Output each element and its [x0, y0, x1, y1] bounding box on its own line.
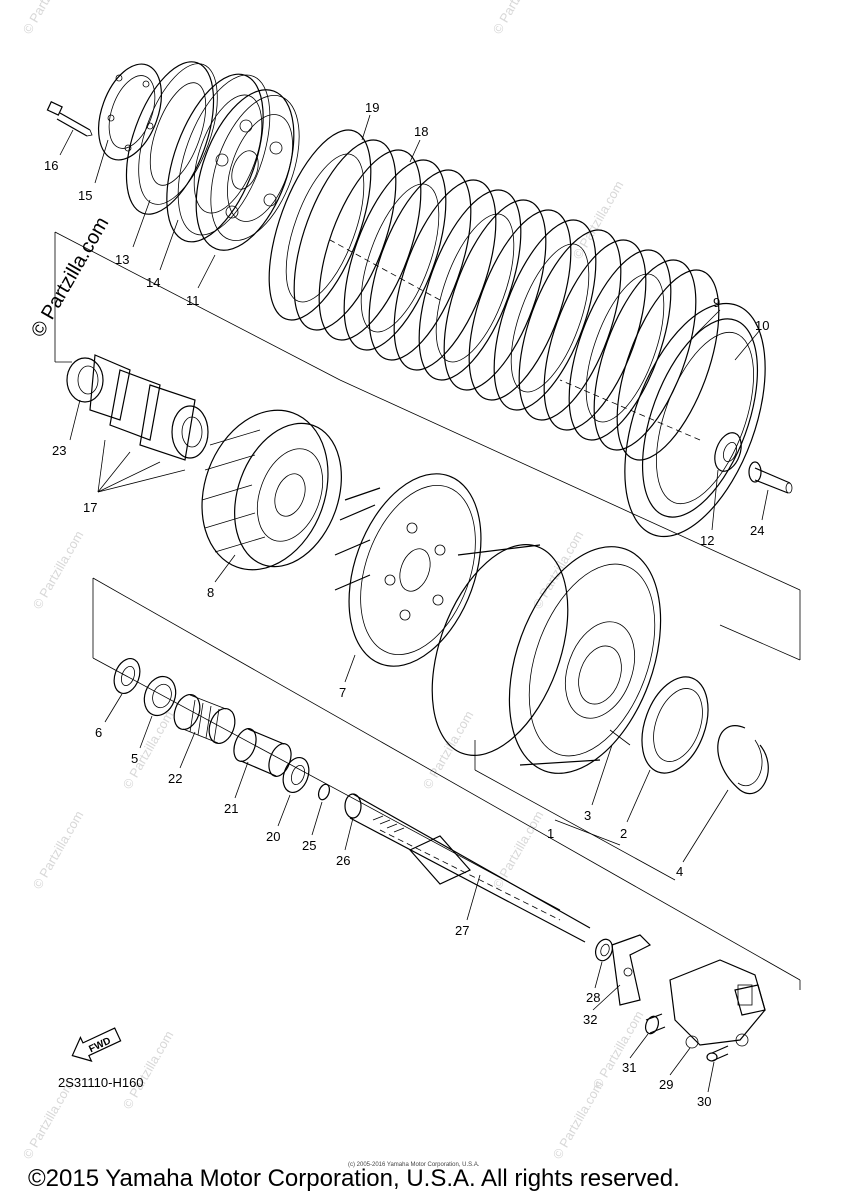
callout-16: 16 [44, 158, 58, 173]
callout-1: 1 [547, 826, 554, 841]
callout-11: 11 [186, 293, 200, 308]
bolt-16 [46, 101, 93, 137]
lock-washer-set-17 [66, 354, 209, 493]
callout-2: 2 [620, 826, 627, 841]
callout-15: 15 [78, 188, 92, 203]
watermark: © Partzilla.com [120, 1028, 177, 1111]
pressure-hub-11 [195, 89, 300, 251]
callout-22: 22 [168, 771, 182, 786]
pressure-plate-14 [166, 73, 271, 243]
pull-rod-27 [344, 793, 591, 943]
watermark: © Partzilla.com [20, 1078, 77, 1161]
callout-30: 30 [697, 1094, 711, 1109]
callout-8: 8 [207, 585, 214, 600]
needle-bearing-22 [173, 693, 236, 745]
oil-seal-28 [594, 938, 614, 962]
callout-21: 21 [224, 801, 238, 816]
clutch-housing-3 [431, 544, 662, 774]
callout-labels: 16 15 13 14 11 19 18 9 10 23 17 12 24 8 … [44, 100, 769, 1109]
callout-26: 26 [336, 853, 350, 868]
watermark: © Partzilla.com [30, 808, 87, 891]
clutch-plate-stack [268, 129, 720, 461]
callout-7: 7 [339, 685, 346, 700]
watermark: © Partzilla.com [530, 528, 587, 611]
washer-20 [282, 756, 310, 794]
callout-17: 17 [83, 500, 97, 515]
callout-4: 4 [676, 864, 683, 879]
pressure-plate-7 [334, 473, 482, 667]
callout-9: 9 [713, 295, 720, 310]
fwd-arrow: FWD [71, 1027, 122, 1062]
callout-23: 23 [52, 443, 66, 458]
callout-31: 31 [622, 1060, 636, 1075]
callout-27: 27 [455, 923, 469, 938]
watermark: © Partzilla.com [420, 708, 477, 791]
screw-30 [706, 1045, 729, 1062]
bracket-32 [611, 934, 652, 1006]
callout-32: 32 [583, 1012, 597, 1027]
plate-15 [98, 63, 162, 161]
clutch-lever-housing-29 [669, 959, 766, 1049]
callout-13: 13 [115, 252, 129, 267]
callout-5: 5 [131, 751, 138, 766]
callout-18: 18 [414, 124, 428, 139]
callout-29: 29 [659, 1077, 673, 1092]
bearing-12 [714, 432, 742, 472]
watermark: © Partzilla.com [590, 1008, 647, 1091]
watermark: © Partzilla.com [30, 528, 87, 611]
circlip-4 [717, 725, 769, 795]
spring-plate-13 [125, 61, 218, 215]
push-rod-24 [748, 461, 793, 494]
leader-lines [59, 114, 769, 1093]
callout-14: 14 [146, 275, 160, 290]
watermark: © Partzilla.com [490, 808, 547, 891]
assembly-bracket-lines [54, 231, 801, 990]
callout-20: 20 [266, 829, 280, 844]
callout-28: 28 [586, 990, 600, 1005]
footer-copyright: ©2015 Yamaha Motor Corporation, U.S.A. A… [28, 1165, 680, 1192]
callout-10: 10 [755, 318, 769, 333]
clutch-boss-8 [201, 409, 342, 571]
watermark: © Partzilla.com [550, 1078, 607, 1161]
washer-5 [143, 675, 177, 717]
callout-3: 3 [584, 808, 591, 823]
watermark: © Partzilla.com [20, 0, 77, 37]
spacer-21 [233, 728, 292, 777]
friction-plate-10 [624, 302, 766, 538]
callout-12: 12 [700, 533, 714, 548]
dowel-pin-31 [644, 1013, 666, 1035]
callout-24: 24 [750, 523, 764, 538]
gear-2 [641, 676, 709, 774]
callout-6: 6 [95, 725, 102, 740]
diagram-code: 2S31110-H160 [58, 1075, 144, 1090]
watermark: © Partzilla.com [490, 0, 547, 37]
callout-25: 25 [302, 838, 316, 853]
small-copyright: (c) 2005-2016 Yamaha Motor Corporation, … [348, 1162, 480, 1168]
callout-19: 19 [365, 100, 379, 115]
